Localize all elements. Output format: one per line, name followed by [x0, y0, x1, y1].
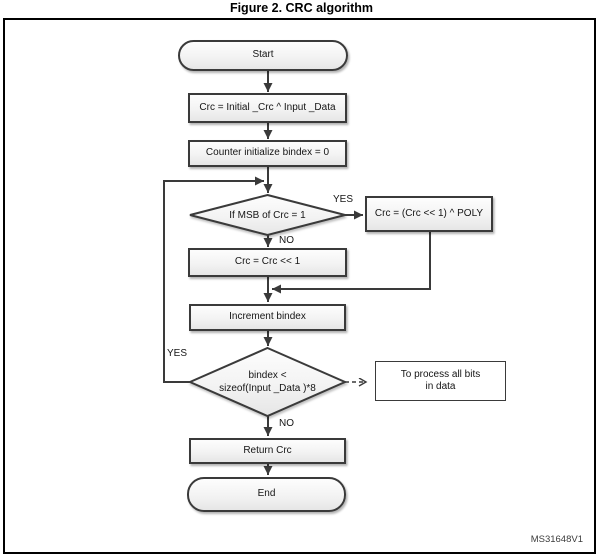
edge-label-loop-no: NO: [279, 418, 294, 429]
process-return-crc: Return Crc: [189, 438, 346, 464]
annotation-process-all-bits: To process all bits in data: [375, 361, 506, 401]
edge-poly-return: [272, 232, 431, 294]
process-poly-xor: Crc = (Crc << 1) ^ POLY: [365, 196, 493, 232]
process-init-counter: Counter initialize bindex = 0: [188, 140, 347, 167]
process-shift-left: Crc = Crc << 1: [188, 248, 347, 277]
start-terminal: Start: [178, 40, 348, 71]
edge-label-loop-yes: YES: [167, 348, 188, 359]
figure-title: Figure 2. CRC algorithm: [229, 1, 374, 15]
decision-loop-diamond: [187, 346, 348, 418]
process-init-crc: Crc = Initial _Crc ^ Input _Data: [188, 93, 347, 123]
edge-label-msb-no: NO: [279, 235, 294, 246]
edge-label-msb-yes: YES: [333, 194, 354, 205]
figure-frame: [3, 18, 596, 554]
decision-msb-diamond: [189, 193, 346, 237]
figure-watermark: MS31648V1: [530, 534, 583, 545]
edge-loopcheck-yes-loopback: [163, 176, 264, 383]
process-increment-bindex: Increment bindex: [189, 304, 346, 331]
end-terminal: End: [187, 477, 346, 512]
